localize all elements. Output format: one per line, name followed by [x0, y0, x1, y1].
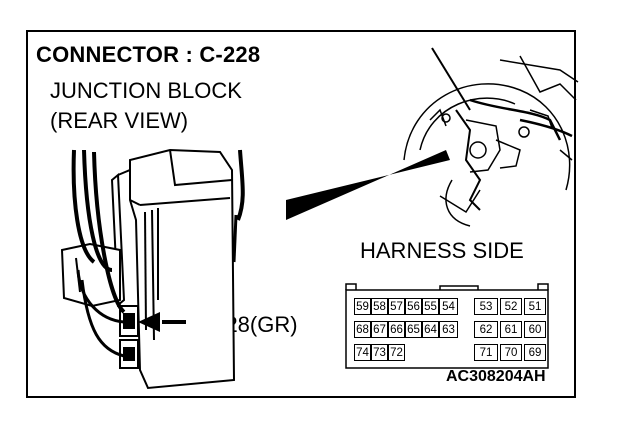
- pin: 68: [354, 321, 371, 338]
- pin: 71: [474, 344, 498, 361]
- pin: 70: [500, 344, 522, 361]
- pin: 63: [439, 321, 458, 338]
- location-label-line1: JUNCTION BLOCK: [50, 78, 242, 103]
- figure-code: AC308204AH: [446, 368, 546, 385]
- leader-beam: [286, 150, 450, 220]
- pin: 59: [354, 298, 371, 315]
- pin: 65: [405, 321, 422, 338]
- harness-side-label: HARNESS SIDE: [360, 238, 524, 263]
- dashboard-drawing: [403, 47, 579, 227]
- pin: 61: [500, 321, 522, 338]
- pin: 64: [422, 321, 439, 338]
- pin: 60: [524, 321, 546, 338]
- connector-title: CONNECTOR : C-228: [36, 42, 261, 67]
- figure-frame: [26, 30, 576, 398]
- pin: 62: [474, 321, 498, 338]
- pin-row-3: 74 73 72 71 70 69: [350, 344, 550, 363]
- pin: 54: [439, 298, 458, 315]
- pin-row-1: 59 58 57 56 55 54 53 52 51: [350, 298, 550, 317]
- pin: 57: [388, 298, 405, 315]
- junction-block-drawing: [60, 148, 245, 390]
- location-label-line2: (REAR VIEW): [50, 108, 189, 133]
- pin-row-2: 68 67 66 65 64 63 62 61 60: [350, 321, 550, 340]
- pin: 67: [371, 321, 388, 338]
- pin: 73: [371, 344, 388, 361]
- pin: 74: [354, 344, 371, 361]
- pin: 55: [422, 298, 439, 315]
- harness-connector-outline: [345, 283, 549, 369]
- pin: 72: [388, 344, 405, 361]
- pin: 56: [405, 298, 422, 315]
- pin: 51: [524, 298, 546, 315]
- pin: 53: [474, 298, 498, 315]
- pin: 69: [524, 344, 546, 361]
- pin: 58: [371, 298, 388, 315]
- pin: 66: [388, 321, 405, 338]
- pin: 52: [500, 298, 522, 315]
